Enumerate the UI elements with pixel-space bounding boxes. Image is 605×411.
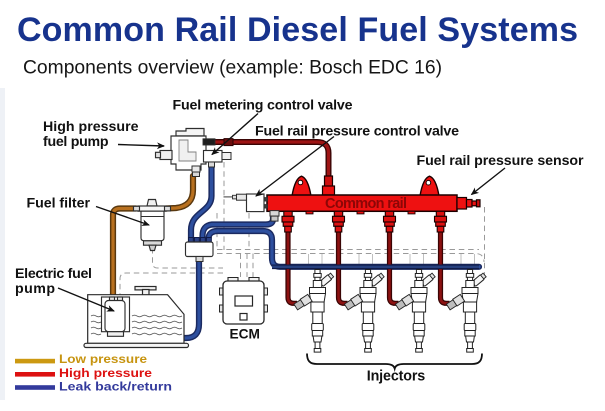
svg-text:Low pressure: Low pressure xyxy=(59,352,147,366)
svg-text:Fuel metering control valve: Fuel metering control valve xyxy=(173,98,353,114)
svg-text:High pressure: High pressure xyxy=(43,119,139,135)
svg-text:Common rail: Common rail xyxy=(325,196,407,212)
svg-text:Injectors: Injectors xyxy=(367,369,426,385)
svg-text:Electric fuel: Electric fuel xyxy=(15,266,92,282)
svg-text:fuel pump: fuel pump xyxy=(43,134,109,150)
svg-text:ECM: ECM xyxy=(229,327,259,342)
svg-text:pump: pump xyxy=(15,281,55,297)
svg-text:Leak back/return: Leak back/return xyxy=(59,380,172,394)
svg-text:High pressure: High pressure xyxy=(59,366,152,380)
svg-text:Fuel rail pressure control val: Fuel rail pressure control valve xyxy=(255,124,459,140)
svg-text:Fuel rail pressure sensor: Fuel rail pressure sensor xyxy=(417,153,584,169)
svg-text:Common Rail Diesel Fuel System: Common Rail Diesel Fuel Systems xyxy=(17,11,578,49)
svg-text:Fuel filter: Fuel filter xyxy=(27,196,91,212)
svg-text:Components overview (example:: Components overview (example: Bosch EDC … xyxy=(23,58,442,79)
